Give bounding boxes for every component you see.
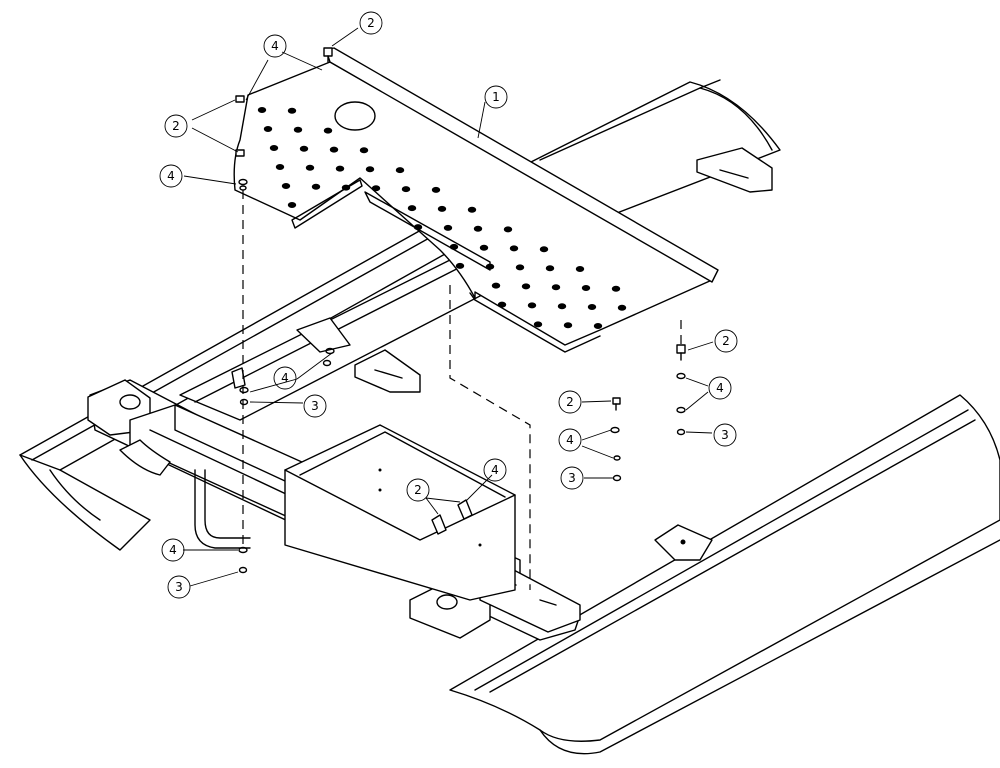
perforation-hole xyxy=(449,243,459,250)
center-box xyxy=(284,424,516,601)
assembly-dashed-lines xyxy=(242,190,682,590)
perforation-hole xyxy=(275,164,285,170)
perforation-hole xyxy=(359,147,369,154)
perforation-hole xyxy=(491,282,501,289)
perforation-hole xyxy=(305,164,315,171)
perforation-hole xyxy=(587,304,597,310)
perforation-hole xyxy=(413,224,423,231)
callout-3-right: 3 xyxy=(713,423,737,447)
perforation-hole xyxy=(503,226,513,233)
callout-balloons: 1 2 2 2 2 2 3 3 xyxy=(159,11,738,599)
callout-4-top: 4 xyxy=(263,34,287,58)
callout-4-middle: 4 xyxy=(558,428,582,452)
svg-text:2: 2 xyxy=(172,119,180,133)
perforation-hole xyxy=(515,264,525,271)
perforation-hole xyxy=(509,245,519,252)
perforation-hole xyxy=(341,184,351,191)
fasteners xyxy=(235,47,686,574)
perforation-hole xyxy=(617,304,627,311)
svg-text:4: 4 xyxy=(716,381,724,395)
perforation-hole xyxy=(287,107,297,114)
svg-text:4: 4 xyxy=(169,543,177,557)
perforation-hole xyxy=(395,167,405,174)
leader-lines xyxy=(183,27,714,587)
callout-2-box: 2 xyxy=(406,478,430,502)
perforation-hole xyxy=(365,166,375,173)
callout-4-bracket: 4 xyxy=(273,366,297,390)
callout-3-lower-left: 3 xyxy=(167,575,191,599)
perforation-hole xyxy=(467,206,477,213)
callout-2-middle: 2 xyxy=(558,390,582,414)
perforation-hole xyxy=(401,186,411,193)
callout-2-top: 2 xyxy=(359,11,383,35)
svg-text:2: 2 xyxy=(722,334,730,348)
svg-text:3: 3 xyxy=(175,580,183,594)
perforation-hole xyxy=(443,224,453,231)
svg-text:4: 4 xyxy=(271,39,279,53)
perforation-hole xyxy=(527,302,537,309)
u-bolt xyxy=(194,469,251,549)
perforation-hole xyxy=(437,205,447,212)
callout-4-right: 4 xyxy=(708,376,732,400)
callout-4-left: 4 xyxy=(159,164,183,188)
svg-text:4: 4 xyxy=(491,463,499,477)
perforation-hole xyxy=(287,202,297,208)
perforation-hole xyxy=(371,185,381,192)
perforation-hole xyxy=(455,262,465,269)
perforation-hole xyxy=(257,107,267,113)
callout-4-box: 4 xyxy=(483,458,507,482)
perforation-hole xyxy=(263,126,273,132)
svg-text:2: 2 xyxy=(566,395,574,409)
svg-text:3: 3 xyxy=(721,428,729,442)
perforation-hole xyxy=(479,244,489,251)
perforation-hole xyxy=(539,246,549,253)
callout-4-lower-left: 4 xyxy=(161,538,185,562)
svg-text:4: 4 xyxy=(167,169,175,183)
perforation-hole xyxy=(485,263,495,270)
perforation-hole xyxy=(521,283,531,290)
perforation-hole xyxy=(551,284,561,291)
perforation-hole xyxy=(311,183,321,190)
svg-text:3: 3 xyxy=(568,471,576,485)
callout-1: 1 xyxy=(484,85,508,109)
svg-text:2: 2 xyxy=(414,483,422,497)
right-fender xyxy=(449,394,1000,755)
callout-3-middle: 3 xyxy=(560,466,584,490)
rail-brackets xyxy=(119,317,421,476)
perforation-pattern xyxy=(257,107,627,329)
perforation-hole xyxy=(299,145,309,152)
svg-text:2: 2 xyxy=(367,16,375,30)
perforation-hole xyxy=(545,265,555,272)
perforation-hole xyxy=(323,127,333,134)
perforation-hole xyxy=(431,186,441,193)
perforation-hole xyxy=(269,145,279,151)
svg-text:3: 3 xyxy=(311,399,319,413)
perforation-hole xyxy=(335,165,345,172)
perforation-hole xyxy=(497,301,507,308)
perforation-hole xyxy=(281,183,291,189)
perforation-hole xyxy=(533,321,543,328)
callout-2-left: 2 xyxy=(164,114,188,138)
perforation-hole xyxy=(557,303,567,310)
perforation-hole xyxy=(473,225,483,232)
callout-3-bracket: 3 xyxy=(303,394,327,418)
perforated-plate xyxy=(233,47,719,353)
perforation-hole xyxy=(293,126,303,133)
perforation-hole xyxy=(563,322,573,329)
perforation-hole xyxy=(593,323,603,329)
svg-text:1: 1 xyxy=(492,90,500,104)
perforation-hole xyxy=(575,266,585,272)
svg-text:4: 4 xyxy=(566,433,574,447)
perforation-hole xyxy=(581,285,591,291)
perforation-hole xyxy=(329,146,339,153)
perforation-hole xyxy=(407,205,417,212)
perforation-hole xyxy=(611,285,621,292)
callout-2-right: 2 xyxy=(714,329,738,353)
svg-text:4: 4 xyxy=(281,371,289,385)
